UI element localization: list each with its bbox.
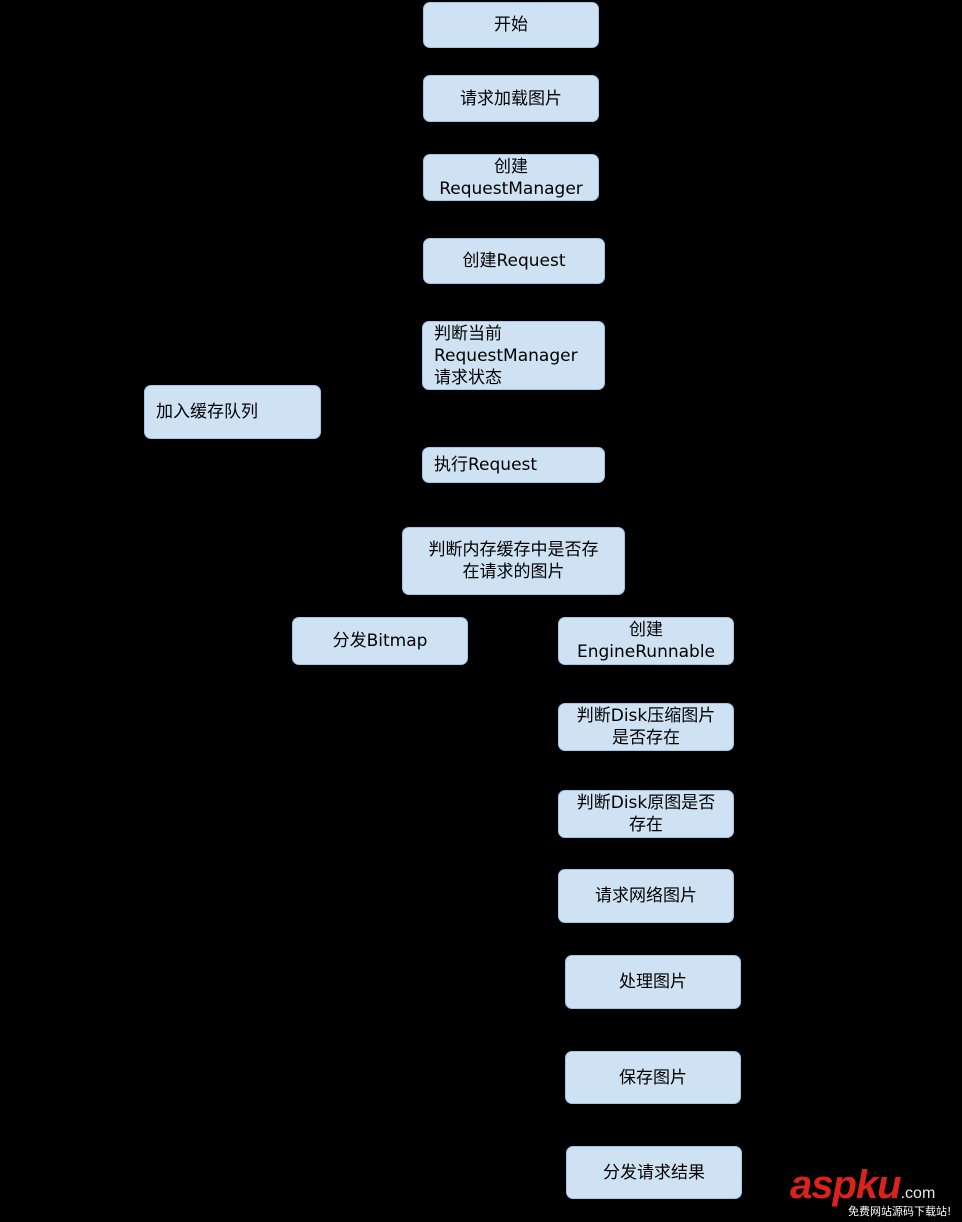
execute-request-node: 执行Request [422,447,605,483]
check-request-state-node: 判断当前 RequestManager 请求状态 [422,321,605,390]
watermark-logo: aspku.com [790,1163,935,1216]
add-to-queue-node: 加入缓存队列 [144,385,321,439]
watermark-suffix: .com [900,1185,936,1202]
dispatch-bitmap-node: 分发Bitmap [292,617,468,665]
request-network-node: 请求网络图片 [558,869,734,923]
watermark-tagline: 免费网站源码下载站! [848,1205,952,1218]
create-engine-runnable-node: 创建 EngineRunnable [558,617,734,665]
watermark: aspku.com 免费网站源码下载站! [790,1163,960,1219]
start-node: 开始 [423,2,599,48]
check-memory-cache-node: 判断内存缓存中是否存 在请求的图片 [402,527,625,595]
process-image-node: 处理图片 [565,955,741,1009]
check-disk-original-node: 判断Disk原图是否 存在 [558,790,734,838]
dispatch-result-node: 分发请求结果 [566,1146,742,1199]
check-disk-compressed-node: 判断Disk压缩图片 是否存在 [558,703,734,751]
create-request-manager-node: 创建 RequestManager [423,154,599,201]
watermark-brand: aspku [790,1163,902,1207]
request-load-node: 请求加载图片 [423,75,599,122]
create-request-node: 创建Request [423,238,605,284]
save-image-node: 保存图片 [565,1051,741,1104]
